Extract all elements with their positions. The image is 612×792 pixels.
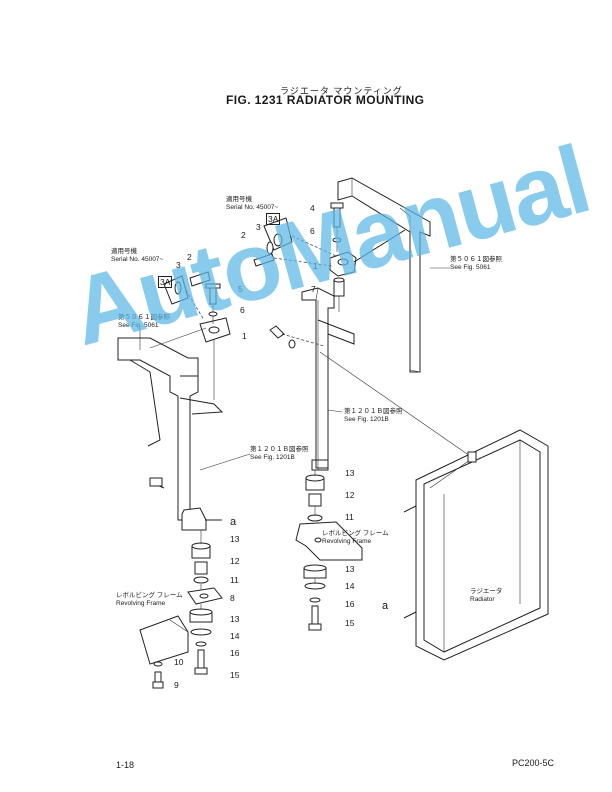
callout-12: 12: [345, 490, 355, 500]
callout-10: 10: [174, 657, 184, 667]
radiator-body: [403, 429, 549, 661]
see-fig-1201b-right: 第１２０１Ｂ図参照 See Fig. 1201B: [344, 408, 403, 423]
callout-9: 9: [174, 680, 179, 690]
see-fig-1201b-left: 第１２０１Ｂ図参照 See Fig. 1201B: [250, 446, 309, 461]
serial-note-lower: 適用号機 Serial No. 45007~: [111, 248, 163, 263]
callout-7: 7: [311, 284, 316, 294]
right-mount-stack: [295, 470, 363, 631]
callout-13: 13: [230, 534, 240, 544]
middle-right-post: [269, 287, 471, 471]
see-fig-5061-left: 第５０６１図参照 See Fig. 5061: [118, 314, 170, 329]
label-jp: レボルビング フレーム: [116, 592, 183, 599]
revolving-frame-right-label: レボルビング フレーム Revolving Frame: [322, 530, 389, 545]
callout-11: 11: [345, 512, 354, 522]
label-jp: レボルビング フレーム: [322, 530, 389, 537]
label-en: Revolving Frame: [116, 599, 166, 607]
serial-note-en: Serial No. 45007~: [226, 203, 279, 211]
callout-13: 13: [345, 468, 355, 478]
callout-13: 13: [345, 564, 355, 574]
see-fig-5061-right: 第５０６１図参照 See Fig. 5061: [450, 256, 502, 271]
callout-15: 15: [230, 670, 240, 680]
callout-6: 6: [240, 305, 245, 315]
serial-note-jp: 適用号機: [111, 248, 137, 255]
top-left-hardware: [149, 271, 231, 400]
callout-11: 11: [230, 575, 239, 585]
radiator-label: ラジエータ Radiator: [470, 588, 502, 603]
callout-2: 2: [241, 230, 246, 240]
callout-14: 14: [345, 581, 355, 591]
callout-3a: 3A: [266, 213, 281, 225]
label-en: Revolving Frame: [322, 537, 372, 545]
callout-15: 15: [345, 618, 355, 628]
callout-12: 12: [230, 556, 240, 566]
revolving-frame-left-label: レボルビング フレーム Revolving Frame: [116, 592, 183, 607]
serial-note-upper: 適用号機 Serial No. 45007~: [226, 196, 278, 211]
callout-3: 3: [256, 222, 261, 232]
figure-title: FIG. 1231 RADIATOR MOUNTING: [226, 93, 425, 107]
connector-a-right: a: [382, 600, 389, 612]
serial-note-jp: 適用号機: [226, 196, 252, 203]
callout-3: 3: [176, 260, 181, 270]
left-upright-bracket: [117, 337, 224, 531]
right-upright-bracket: [337, 177, 431, 373]
left-mount-stack: [139, 477, 223, 689]
callout-16: 16: [230, 648, 240, 658]
reference-en: See Fig. 5061: [450, 263, 491, 271]
callout-14: 14: [230, 631, 240, 641]
serial-note-en: Serial No. 45007~: [111, 255, 164, 263]
reference-jp: 第５０６１図参照: [118, 314, 170, 321]
callout-2: 2: [187, 252, 192, 262]
title-japanese: ラジエータ マウンティング: [280, 86, 403, 96]
reference-jp: 第１２０１Ｂ図参照: [344, 408, 403, 415]
top-right-hardware: [253, 202, 406, 312]
callout-1: 1: [242, 331, 247, 341]
callout-4: 4: [310, 203, 315, 213]
reference-en: See Fig. 1201B: [344, 415, 389, 423]
label-jp: ラジエータ: [470, 588, 503, 595]
connector-a-left: a: [230, 516, 237, 528]
callout-13: 13: [230, 614, 240, 624]
model-code: PC200-5C: [512, 758, 555, 768]
callout-8: 8: [230, 593, 235, 603]
callout-6: 6: [310, 226, 315, 236]
reference-jp: 第１２０１Ｂ図参照: [250, 446, 309, 453]
callout-1: 1: [313, 261, 318, 271]
callout-16: 16: [345, 599, 355, 609]
label-en: Radiator: [470, 595, 495, 603]
page-number: 1-18: [116, 760, 135, 770]
reference-en: See Fig. 5061: [118, 321, 159, 329]
callout-5: 5: [238, 284, 243, 294]
callout-3a: 3A: [158, 276, 173, 288]
reference-jp: 第５０６１図参照: [450, 256, 502, 263]
reference-en: See Fig. 1201B: [250, 453, 295, 461]
